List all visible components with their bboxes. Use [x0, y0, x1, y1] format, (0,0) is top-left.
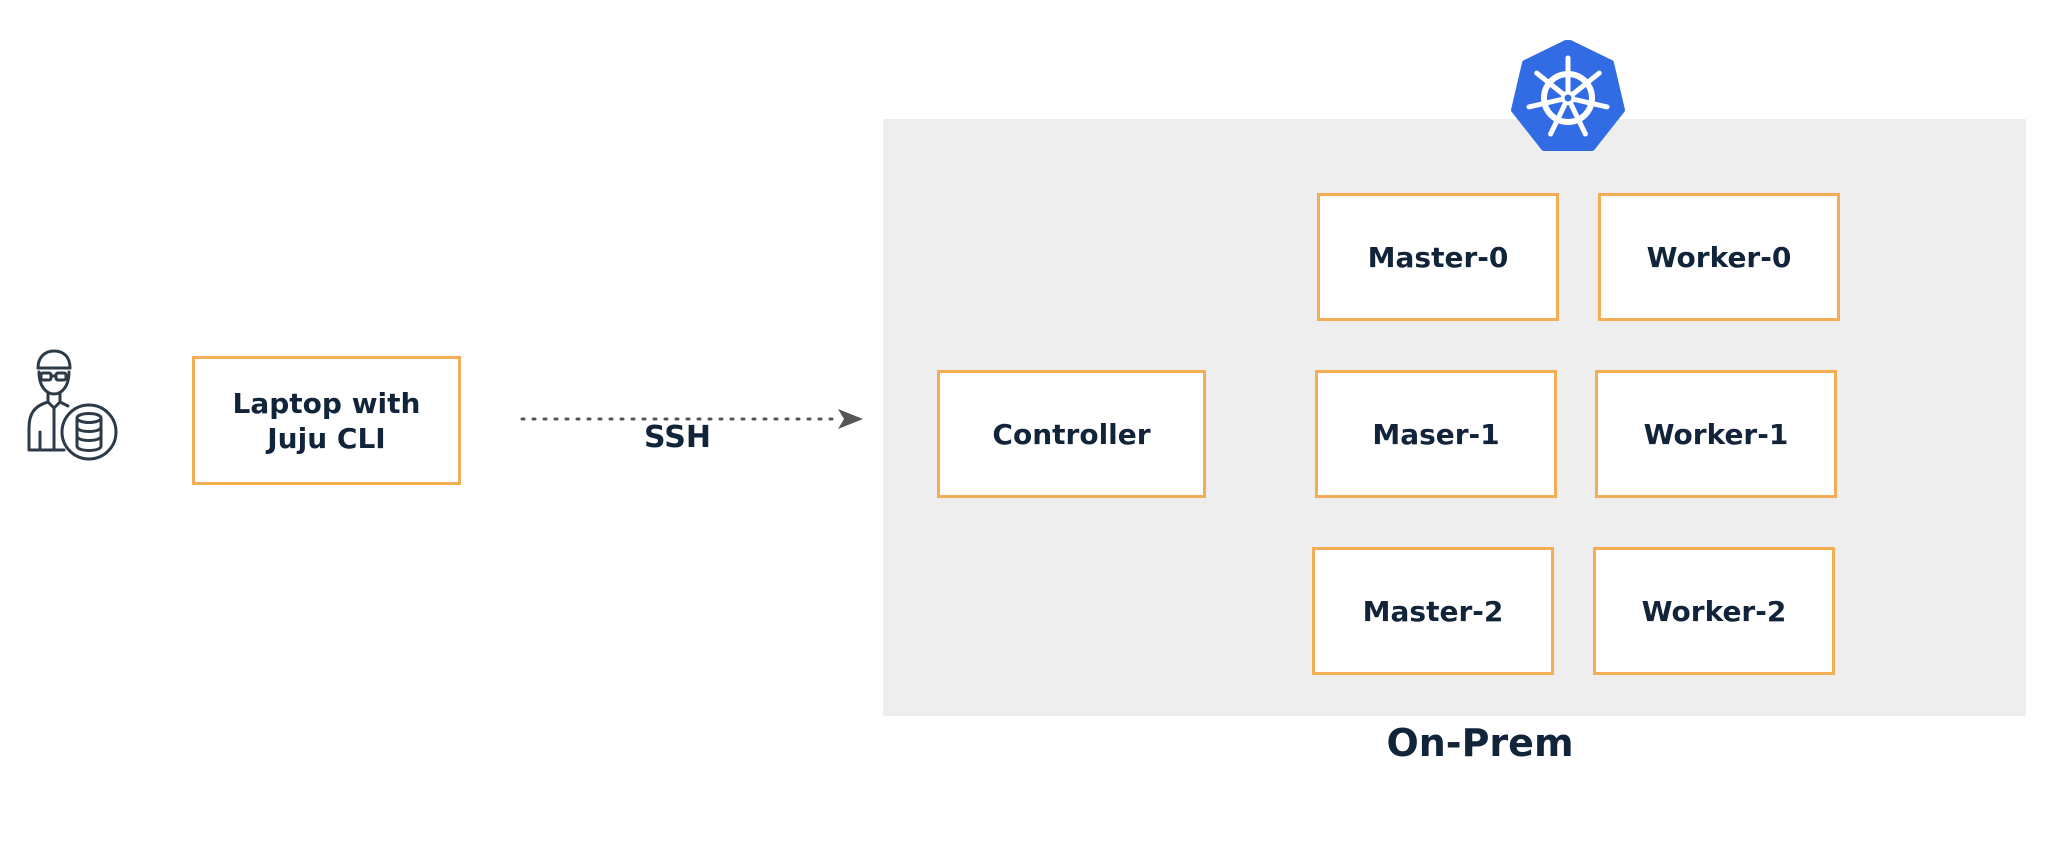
developer-with-database-icon [27, 349, 118, 461]
worker-0-label: Worker-0 [1646, 240, 1792, 274]
laptop-label-line2: Juju CLI [267, 421, 386, 455]
laptop-box: Laptop with Juju CLI [192, 356, 461, 485]
master-2-label: Master-2 [1362, 594, 1504, 628]
ssh-arrow [520, 409, 863, 429]
worker-2-label: Worker-2 [1641, 594, 1787, 628]
master-1-node: Maser-1 [1315, 370, 1557, 498]
controller-node: Controller [937, 370, 1206, 498]
on-prem-label: On-Prem [1386, 721, 1574, 765]
worker-0-node: Worker-0 [1598, 193, 1840, 321]
laptop-label: Laptop with Juju CLI [233, 386, 421, 456]
master-1-label: Maser-1 [1372, 417, 1500, 451]
laptop-label-line1: Laptop with [232, 386, 421, 420]
worker-1-label: Worker-1 [1643, 417, 1789, 451]
master-0-node: Master-0 [1317, 193, 1559, 321]
master-0-label: Master-0 [1367, 240, 1509, 274]
worker-1-node: Worker-1 [1595, 370, 1837, 498]
ssh-label: SSH [644, 420, 711, 455]
controller-label: Controller [992, 417, 1151, 451]
kubernetes-icon [1511, 40, 1625, 151]
master-2-node: Master-2 [1312, 547, 1554, 675]
worker-2-node: Worker-2 [1593, 547, 1835, 675]
